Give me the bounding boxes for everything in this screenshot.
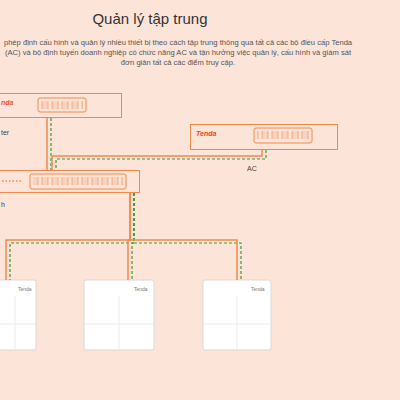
port-row (41, 101, 83, 109)
port-dots (2, 180, 22, 182)
control-link (10, 193, 134, 280)
port-row (257, 131, 309, 139)
port-row (33, 177, 123, 185)
brand-logo: Tenda (18, 287, 32, 293)
device-label: h (1, 201, 5, 209)
device-label: ter (1, 129, 9, 137)
ac-box: TendaAC (190, 124, 338, 150)
intro-text: phép định cấu hình và quản lý nhiều thiế… (2, 38, 354, 68)
link-group (128, 193, 134, 280)
control-link (134, 193, 241, 280)
link-group (130, 193, 241, 280)
brand-logo: Tenda (196, 130, 216, 138)
access-point-panel (0, 280, 36, 350)
control-link (56, 150, 266, 170)
port-panel (254, 128, 312, 143)
link-group (6, 193, 134, 280)
panel-seam (15, 296, 16, 350)
network-cable (130, 193, 237, 280)
link-group (52, 150, 266, 170)
network-cable (52, 150, 262, 170)
switch-box: h (0, 170, 140, 193)
access-point-panel (84, 280, 154, 350)
access-point: Tenda (203, 280, 271, 350)
port-panel (38, 98, 86, 112)
network-cable (6, 193, 130, 280)
access-point-panel (203, 280, 271, 350)
panel-seam (0, 324, 36, 325)
control-link (132, 193, 134, 280)
brand-logo: nda (1, 99, 13, 107)
page-title: Quản lý tập trung (0, 10, 300, 27)
device-label: AC (247, 165, 257, 173)
router-box: ndater (0, 93, 122, 118)
access-point: Tenda (0, 280, 36, 350)
panel-seam (237, 296, 238, 350)
panel-seam (119, 296, 120, 350)
link-group (47, 118, 51, 170)
port-panel (30, 174, 126, 189)
access-point: Tenda (84, 280, 154, 350)
brand-logo: Tenda (251, 287, 265, 293)
brand-logo: Tenda (134, 287, 148, 293)
network-cable (46, 118, 48, 170)
